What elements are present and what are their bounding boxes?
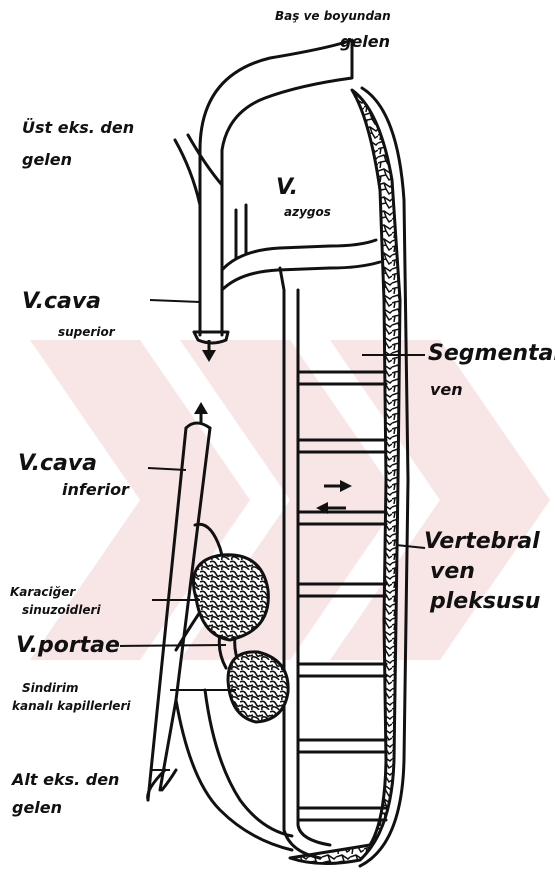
label-vertebral-2: ven [430,560,475,583]
label-v-cava-inferior-2: inferior [62,482,129,499]
label-v-azygos-2: azygos [284,206,331,219]
label-bas-ve-boyundan: Baş ve boyundan [275,10,391,23]
gi-capillaries [228,652,288,722]
label-v-cava-superior-2: superior [58,326,115,339]
label-vertebral-3: pleksusu [430,590,540,613]
label-alt-eks: Alt eks. den [12,772,119,789]
label-vertebral-1: Vertebral [424,530,540,553]
label-v-cava-superior-1: V.cava [22,290,101,313]
label-gelen-ust: gelen [22,152,72,169]
segmental-veins [298,372,386,820]
label-v-cava-inferior-1: V.cava [18,452,97,475]
label-karaciger-1: Karaciğer [10,586,75,599]
label-sindirim-1: Sindirim [22,682,79,695]
lower-route-outer [176,700,292,850]
label-sindirim-2: kanalı kapillerleri [12,700,130,713]
label-v-portae: V.portae [16,634,120,657]
label-segmental-2: ven [430,382,463,399]
label-gelen-top: gelen [340,34,390,51]
azygos-small-branch [236,205,246,258]
label-v-azygos-1: V. [276,176,298,199]
label-segmental-1: Segmental [428,342,555,365]
label-karaciger-2: sinuzoidleri [22,604,101,617]
label-gelen-alt: gelen [12,800,62,817]
label-ust-eks: Üst eks. den [22,120,134,137]
